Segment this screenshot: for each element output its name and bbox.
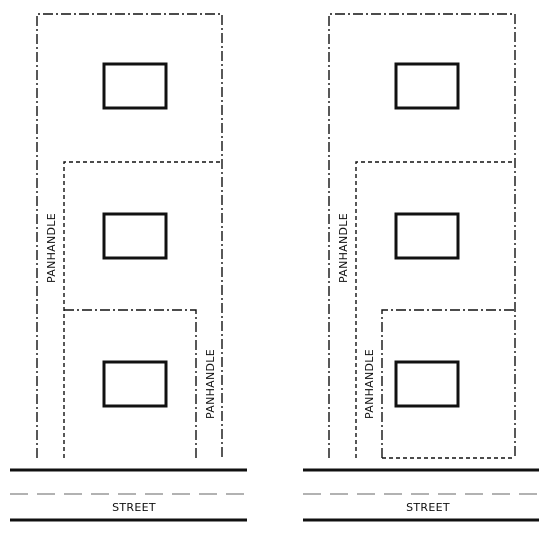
diagram-right: PANHANDLE PANHANDLE STREET bbox=[303, 13, 539, 522]
panhandle-label-left-2: PANHANDLE bbox=[204, 349, 217, 419]
house-rear-right bbox=[394, 62, 460, 110]
house-middle-left bbox=[102, 212, 168, 260]
panhandle-label-right-2: PANHANDLE bbox=[363, 349, 376, 419]
house-rear-left bbox=[102, 62, 168, 110]
panhandle-label-left-1: PANHANDLE bbox=[45, 213, 58, 283]
house-front-right bbox=[394, 360, 460, 408]
street-label-right: STREET bbox=[406, 501, 450, 514]
middle-lot-outline-right bbox=[355, 161, 515, 458]
rear-lot-outline-left bbox=[36, 13, 223, 458]
street-label-left: STREET bbox=[112, 501, 156, 514]
middle-lot-outline-left bbox=[63, 161, 222, 458]
diagram-left: PANHANDLE PANHANDLE STREET bbox=[10, 13, 247, 522]
front-lot-outline-left bbox=[64, 309, 197, 458]
rear-lot-outline-right bbox=[328, 13, 516, 458]
house-front-left bbox=[102, 360, 168, 408]
house-middle-right bbox=[394, 212, 460, 260]
front-lot-outline-right bbox=[381, 309, 515, 458]
panhandle-label-right-1: PANHANDLE bbox=[337, 213, 350, 283]
